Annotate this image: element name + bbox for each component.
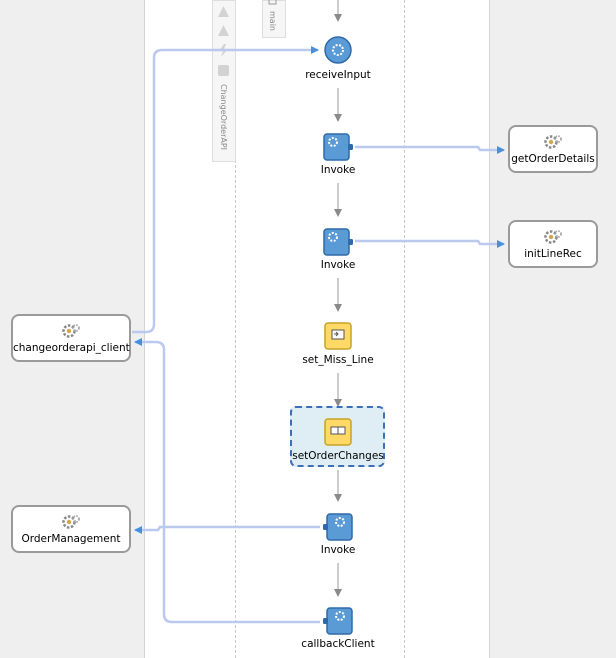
partner-link-label: getOrderDetails: [511, 153, 595, 165]
square-icon[interactable]: [217, 64, 230, 77]
partner-link-label: OrderManagement: [21, 533, 121, 545]
gear-icon: [62, 324, 80, 338]
activity-label: callbackClient: [301, 638, 375, 650]
activity-label: Invoke: [320, 544, 356, 556]
activity-label: setOrderChanges: [292, 450, 384, 462]
selection-highlight: [290, 406, 385, 467]
activity-receive-input[interactable]: receiveInput: [298, 35, 378, 85]
swimlane-divider: [404, 0, 405, 658]
activity-label: Invoke: [320, 164, 356, 176]
partner-link-changeorderapi-client[interactable]: changeorderapi_client: [11, 314, 131, 362]
main-scope-tab[interactable]: [262, 0, 286, 38]
assign-icon: [324, 322, 352, 350]
warning-icon[interactable]: [217, 5, 230, 18]
invoke-icon: [323, 513, 353, 541]
wire-receive-input: [132, 46, 319, 334]
activity-set-order-changes[interactable]: setOrderChanges: [292, 418, 384, 466]
service-label: ChangeOrderAPI: [219, 84, 228, 151]
wire-init-line-rec: [355, 239, 505, 248]
partner-link-label: changeorderapi_client: [13, 342, 130, 354]
callback-icon: [323, 607, 353, 635]
partner-link-init-line-rec[interactable]: initLineRec: [508, 220, 598, 268]
gear-icon: [544, 135, 562, 149]
activity-label: receiveInput: [305, 69, 371, 81]
partner-links-lane-right: [489, 0, 616, 658]
wire-get-order-details: [355, 145, 505, 154]
gear-icon: [544, 230, 562, 244]
swimlane-divider: [235, 0, 236, 658]
invoke-icon: [323, 228, 353, 256]
activity-invoke-get-order-details[interactable]: Invoke: [298, 132, 378, 182]
wire-order-management: [134, 525, 320, 534]
activity-invoke-init-line-rec[interactable]: Invoke: [298, 227, 378, 277]
gear-icon: [62, 515, 80, 529]
partner-link-label: initLineRec: [524, 248, 582, 260]
scope-icon: [268, 0, 277, 5]
warning-icon[interactable]: [217, 24, 230, 37]
activity-label: Invoke: [320, 259, 356, 271]
partner-link-get-order-details[interactable]: getOrderDetails: [508, 125, 598, 173]
activity-set-miss-line[interactable]: set_Miss_Line: [293, 322, 383, 372]
wire-callback-client: [134, 338, 320, 624]
receive-icon: [324, 36, 352, 64]
invoke-icon: [323, 133, 353, 161]
assign-icon: [324, 418, 352, 446]
main-tab-label: main: [268, 11, 277, 31]
partner-link-order-management[interactable]: OrderManagement: [11, 505, 131, 553]
activity-invoke-order-management[interactable]: Invoke: [298, 512, 378, 562]
activity-label: set_Miss_Line: [302, 354, 374, 366]
activity-callback-client[interactable]: callbackClient: [293, 606, 383, 656]
